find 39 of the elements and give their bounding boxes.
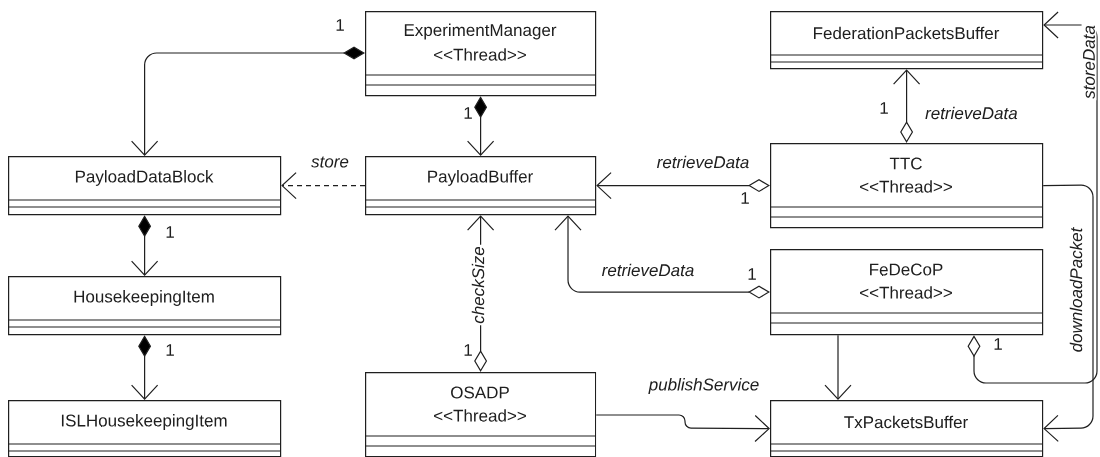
class-box: HousekeepingItem — [7, 276, 282, 336]
multiplicity-label: 1 — [166, 226, 174, 238]
arrow — [967, 11, 1098, 384]
arrow — [893, 69, 921, 143]
multiplicity-label: 1 — [464, 107, 472, 119]
multiplicity-label: 1 — [741, 192, 749, 204]
arrow — [131, 335, 159, 400]
arrow — [281, 172, 366, 200]
multiplicity-label: 1 — [464, 344, 472, 356]
arrow — [595, 414, 770, 443]
edge-label: store — [309, 154, 351, 170]
multiplicity-label: 1 — [994, 338, 1002, 350]
class-box: PayloadDataBlock — [7, 156, 282, 216]
class-box: ExperimentManager <<Thread>> — [364, 11, 597, 97]
arrow — [1042, 184, 1094, 442]
edge-label: retrieveData — [600, 262, 696, 278]
multiplicity-label: 1 — [748, 268, 756, 280]
arrow — [824, 334, 852, 400]
arrow — [467, 96, 495, 156]
class-box: TTC <<Thread>> — [769, 143, 1044, 229]
edge-label: downloadPacket — [1068, 226, 1084, 354]
class-box: PayloadBuffer — [364, 156, 597, 216]
class-box: ISLHousekeepingItem — [7, 400, 282, 457]
arrow — [554, 215, 770, 299]
multiplicity-label: 1 — [336, 19, 344, 31]
class-box: TxPacketsBuffer — [769, 400, 1044, 457]
arrow — [596, 172, 770, 200]
edge-label: checkSize — [470, 244, 486, 326]
edge-label: publishService — [647, 376, 761, 396]
edge-label: retrieveData — [923, 105, 1020, 121]
arrow — [131, 46, 365, 156]
multiplicity-label: 1 — [166, 344, 174, 356]
edge-label: storeData — [1081, 23, 1097, 101]
multiplicity-label: 1 — [880, 102, 888, 114]
class-box: OSADP <<Thread>> — [364, 372, 597, 457]
arrow — [131, 215, 159, 276]
class-box: FeDeCoP <<Thread>> — [769, 249, 1044, 336]
class-box: FederationPacketsBuffer — [769, 11, 1044, 70]
edge-label: retrieveData — [655, 154, 751, 170]
